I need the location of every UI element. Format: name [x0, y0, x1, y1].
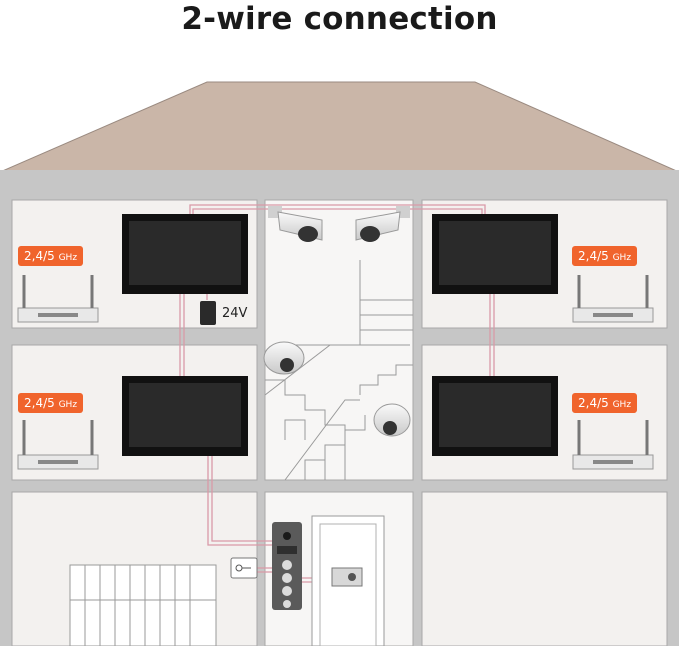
- camera-icon: [268, 206, 323, 242]
- dome-camera-icon: [263, 341, 305, 375]
- two-wire-cable: [179, 204, 495, 583]
- room-ground-right: [421, 491, 668, 646]
- wifi-badge: 2,4/5 GHz: [572, 246, 638, 266]
- wifi-badge: 2,4/5 GHz: [572, 393, 638, 413]
- monitor-mid-right: [432, 376, 558, 456]
- router-icon: [572, 420, 654, 470]
- lock-icon: [331, 567, 363, 587]
- wifi-badge: 2,4/5 GHz: [18, 246, 84, 266]
- router-icon: [17, 420, 99, 470]
- power-label: 24V: [222, 306, 248, 321]
- power-adapter-icon: [200, 301, 216, 325]
- router-icon: [17, 275, 99, 323]
- roof: [0, 81, 679, 191]
- gate-icon: [69, 564, 217, 646]
- diagram-title: 2-wire connection: [181, 1, 498, 37]
- stairwell: [264, 199, 414, 481]
- monitor-mid-left: [122, 376, 248, 456]
- camera-icon: [355, 206, 410, 242]
- dome-camera-icon: [373, 403, 411, 437]
- key-button-icon: [230, 557, 258, 579]
- router-icon: [572, 275, 654, 323]
- monitor-top-right: [432, 214, 558, 294]
- monitor-top-left: [122, 214, 248, 294]
- wifi-badge: 2,4/5 GHz: [18, 393, 84, 413]
- door-station-icon: [272, 522, 302, 610]
